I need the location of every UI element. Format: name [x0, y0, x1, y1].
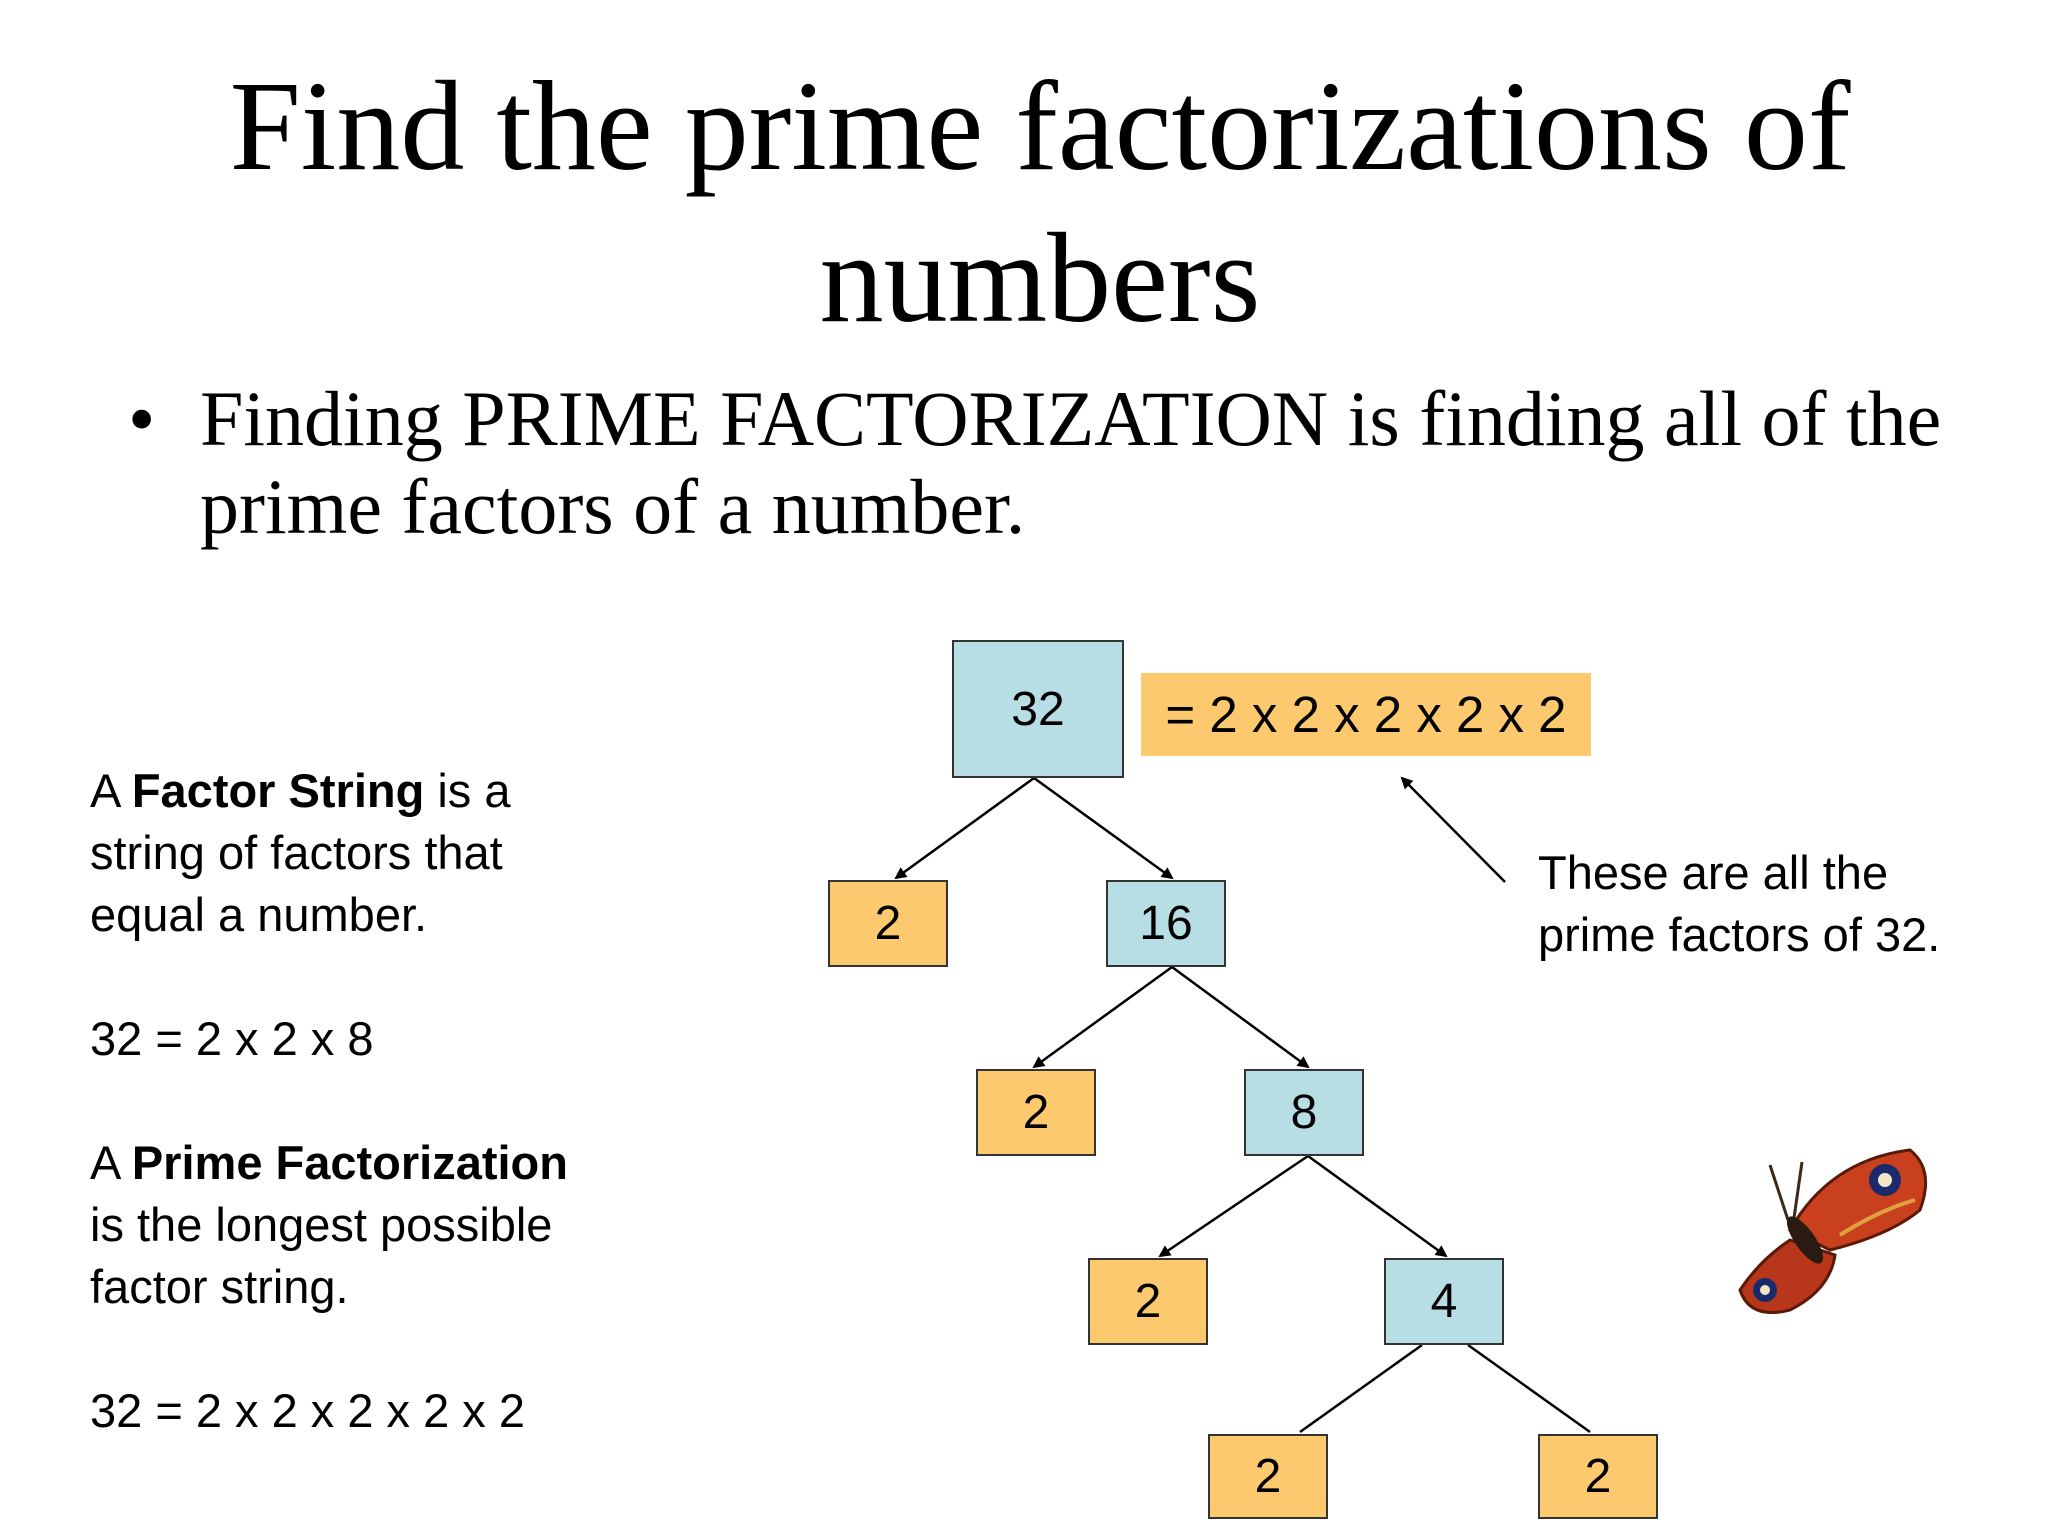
tree-node-32: 32: [952, 640, 1124, 778]
prime-factorization-text: is the longest possible factor string.: [90, 1198, 553, 1313]
prime-factorization-example: 32 = 2 x 2 x 2 x 2 x 2: [90, 1384, 526, 1437]
edge-4-to-2-left: [1299, 1343, 1423, 1434]
edge-16-to-8: [1171, 965, 1310, 1069]
factor-string-prefix: A: [90, 764, 132, 817]
factor-string-text: is a string of factors that equal a numb…: [90, 764, 511, 941]
bullet-text: Finding PRIME FACTORIZATION is finding a…: [200, 375, 1942, 550]
slide-title: Find the prime factorizations of numbers: [229, 55, 1851, 349]
edge-32-to-16: [1033, 776, 1174, 880]
prime-factorization-definition: A Prime Factorization is the longest pos…: [90, 1132, 610, 1318]
edge-16-to-2: [1032, 965, 1173, 1069]
tree-node-8: 8: [1244, 1069, 1364, 1156]
edge-4-to-2-right: [1467, 1343, 1591, 1434]
bullet-point: • Finding PRIME FACTORIZATION is finding…: [128, 375, 1948, 551]
factor-string-term: Factor String: [131, 764, 425, 817]
tree-node-prime-4: 2: [1208, 1434, 1328, 1519]
tree-node-prime-1: 2: [828, 880, 948, 967]
factor-string-definition: A Factor String is a string of factors t…: [90, 760, 610, 946]
prime-factors-note: These are all the prime factors of 32.: [1538, 846, 1941, 961]
definitions-panel: A Factor String is a string of factors t…: [90, 760, 610, 1442]
tree-node-prime-3: 2: [1088, 1258, 1208, 1345]
tree-node-prime-5: 2: [1538, 1434, 1658, 1519]
tree-node-prime-2: 2: [976, 1069, 1096, 1156]
prime-factorization-result: = 2 x 2 x 2 x 2 x 2: [1141, 673, 1591, 756]
tree-node-4: 4: [1384, 1258, 1504, 1345]
edge-8-to-4: [1307, 1154, 1448, 1258]
prime-factorization-term: Prime Factorization: [131, 1136, 568, 1189]
bullet-marker: •: [128, 375, 156, 462]
prime-factorization-prefix: A: [90, 1136, 132, 1189]
edge-8-to-2: [1158, 1154, 1309, 1258]
butterfly-icon: [1738, 1148, 1928, 1314]
factor-string-example: 32 = 2 x 2 x 8: [90, 1012, 374, 1065]
note-arrow: [1400, 776, 1506, 883]
tree-node-16: 16: [1106, 880, 1226, 967]
edge-32-to-2: [894, 776, 1035, 880]
